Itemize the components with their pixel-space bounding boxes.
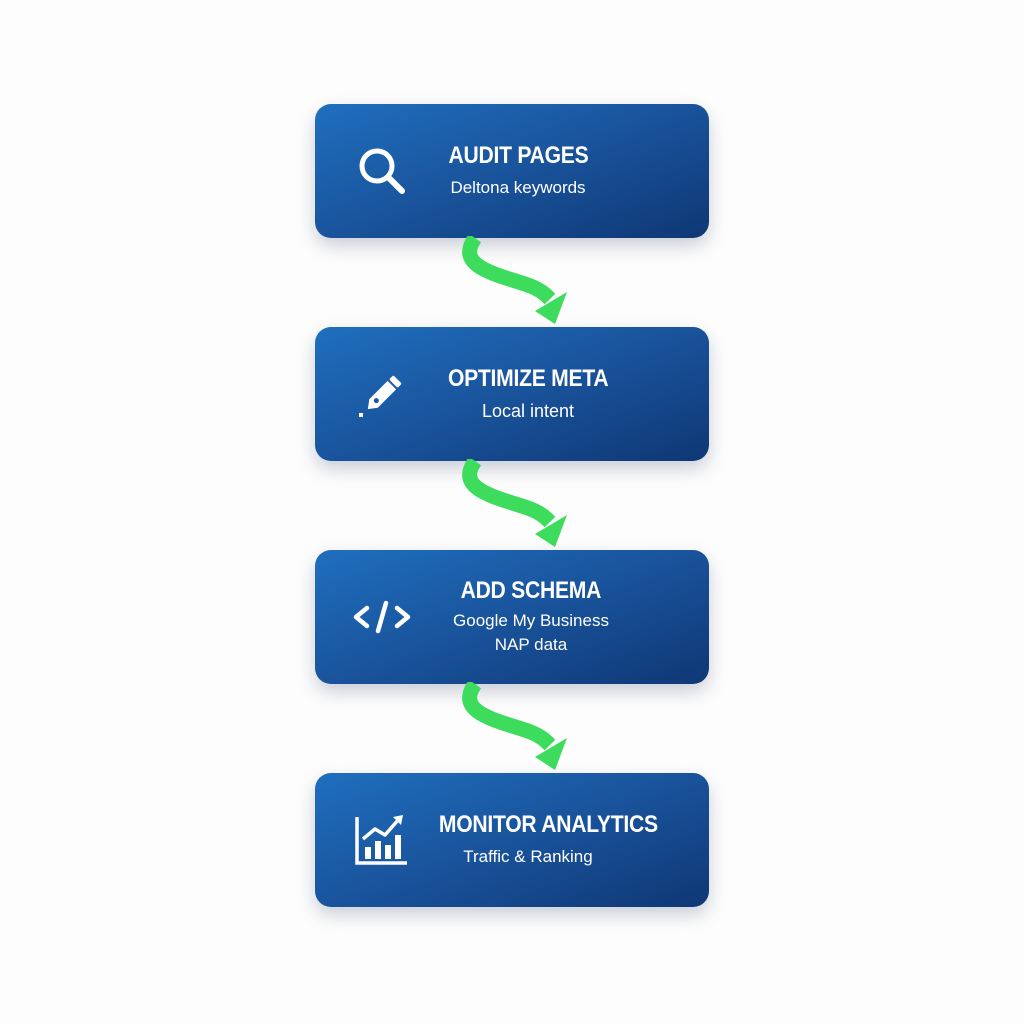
- flow-arrow-icon: [462, 459, 567, 547]
- step-audit-pages: AUDIT PAGES Deltona keywords: [315, 104, 709, 238]
- step-subtitle: Traffic & Ranking: [463, 847, 593, 866]
- flow-arrow-icon: [462, 236, 567, 324]
- step-title: MONITOR ANALYTICS: [438, 811, 658, 838]
- step-add-schema: ADD SCHEMA Google My Business NAP data: [315, 550, 709, 684]
- code-icon: [353, 600, 411, 634]
- step-subtitle: Deltona keywords: [450, 178, 586, 197]
- step-subtitle-line1: Google My Business: [453, 611, 609, 630]
- step-title: AUDIT PAGES: [448, 142, 588, 169]
- step-monitor-analytics: MONITOR ANALYTICS Traffic & Ranking: [315, 773, 709, 907]
- step-subtitle: Local intent: [481, 401, 575, 421]
- step-subtitle-line2: NAP data: [494, 635, 568, 654]
- chart-trend-icon: [355, 815, 407, 865]
- step-optimize-meta: OPTIMIZE META Local intent: [315, 327, 709, 461]
- step-title: OPTIMIZE META: [447, 365, 609, 392]
- search-icon: [359, 148, 405, 194]
- flow-arrow-icon: [462, 682, 567, 770]
- step-title: ADD SCHEMA: [460, 577, 602, 604]
- pencil-icon: [359, 375, 402, 417]
